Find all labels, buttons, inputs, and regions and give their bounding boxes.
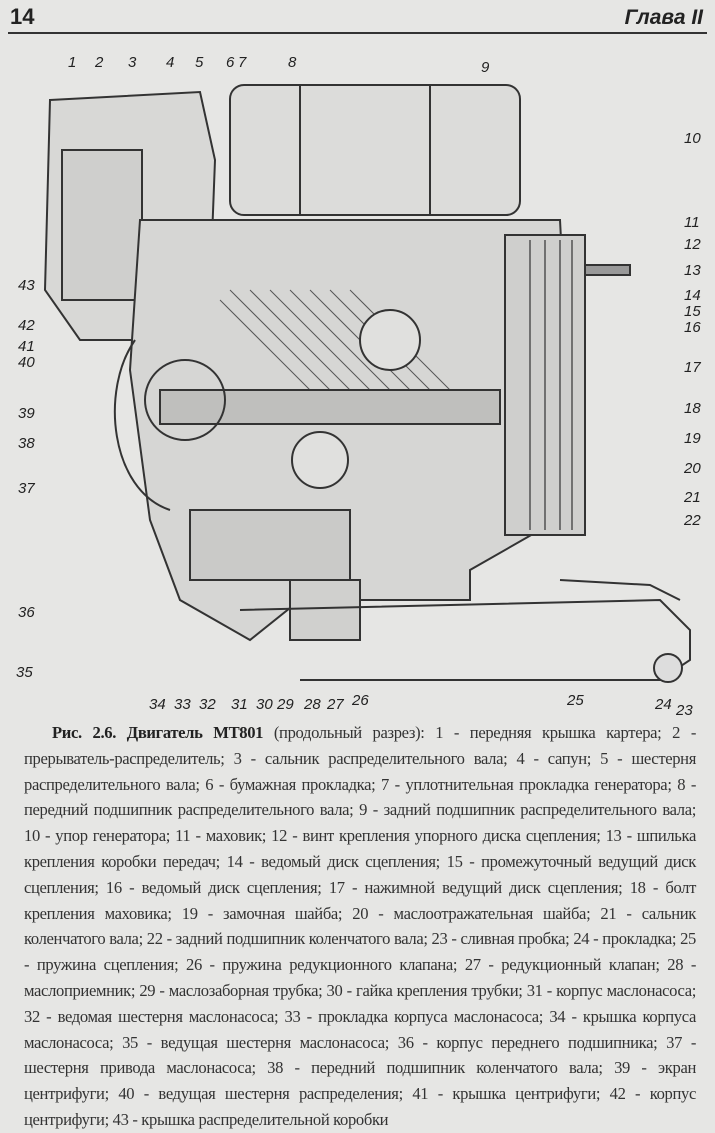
callout-label: 31 [231,696,248,713]
callout-label: 34 [149,696,166,713]
callout-label: 7 [238,54,247,71]
callout-label: 14 [684,287,701,304]
callout-label: 18 [684,400,701,417]
callout-label: 5 [195,54,204,71]
callout-label: 32 [199,696,216,713]
page-header: 14 Глава II [8,4,707,34]
callout-label: 30 [256,696,273,713]
page-number: 14 [10,4,35,29]
callout-label: 41 [18,338,35,355]
callout-label: 25 [567,692,584,709]
callout-label: 19 [684,430,701,447]
callout-label: 4 [166,54,175,71]
callout-label: 39 [18,405,35,422]
callout-label: 8 [288,54,297,71]
callout-label: 28 [304,696,321,713]
callout-label: 42 [18,317,35,334]
figure-caption: Рис. 2.6. Двигатель МТ801 (продольный ра… [24,720,696,1133]
callout-label: 10 [684,130,701,147]
callout-label: 6 [226,54,235,71]
callout-label: 2 [95,54,104,71]
callout-label: 40 [18,354,35,371]
callout-label: 38 [18,435,35,452]
callout-label: 11 [684,214,700,231]
callout-label: 15 [684,303,701,320]
callout-label: 43 [18,277,35,294]
figure-caption-text: (продольный разрез): 1 - передняя крышка… [24,723,696,1129]
callout-label: 3 [128,54,137,71]
callout-label: 9 [481,59,490,76]
callout-label: 27 [327,696,344,713]
callout-label: 1 [68,54,77,71]
callout-label: 12 [684,236,701,253]
callout-label: 22 [684,512,701,529]
callout-label: 16 [684,319,701,336]
callout-label: 37 [18,480,35,497]
callout-label: 35 [16,664,33,681]
callout-label: 36 [18,604,35,621]
callout-label: 33 [174,696,191,713]
chapter-title: Глава II [624,6,703,29]
figure-caption-title: Рис. 2.6. Двигатель МТ801 [52,723,264,742]
callout-label: 20 [684,460,701,477]
callout-label: 21 [684,489,701,506]
callout-label: 26 [352,692,369,709]
callout-label: 29 [277,696,294,713]
engine-drawing [43,84,691,683]
callout-label: 23 [676,702,693,719]
callout-label: 13 [684,262,701,279]
callout-label: 17 [684,359,701,376]
callout-label: 24 [655,696,672,713]
